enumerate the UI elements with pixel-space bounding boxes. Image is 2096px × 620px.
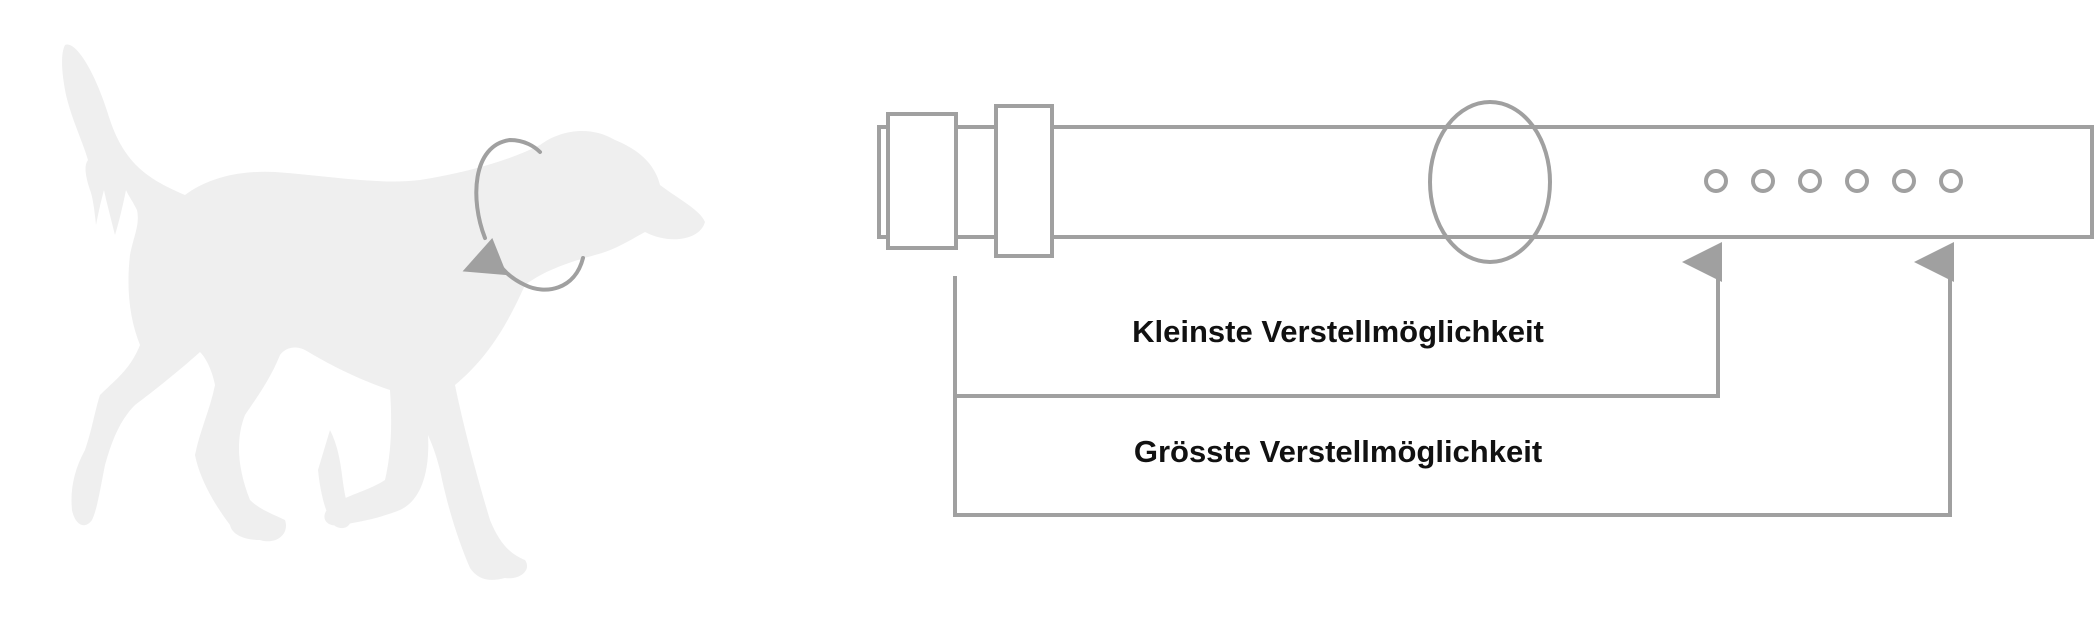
- collar-arrow-icon: [462, 237, 585, 292]
- hole: [1939, 169, 1963, 193]
- hole: [1798, 169, 1822, 193]
- collar-strap-icon: [877, 100, 2094, 264]
- dog-collar-icon: [462, 137, 585, 292]
- largest-bracket: [953, 242, 1954, 517]
- buckle-frame: [886, 112, 958, 250]
- largest-adjustment-label: Grösste Verstellmöglichkeit: [1134, 434, 1542, 469]
- hole: [1892, 169, 1916, 193]
- dog-silhouette-icon: [62, 44, 706, 580]
- hole: [1845, 169, 1869, 193]
- hole: [1751, 169, 1775, 193]
- smallest-bracket: [953, 242, 1722, 398]
- keeper-loop: [994, 104, 1054, 258]
- strap-body: [888, 125, 2094, 239]
- hole: [1704, 169, 1728, 193]
- d-ring: [1428, 100, 1552, 264]
- adjustment-holes: [1704, 169, 1963, 193]
- smallest-adjustment-label: Kleinste Verstellmöglichkeit: [1132, 314, 1544, 349]
- measurement-lines: [953, 242, 1954, 517]
